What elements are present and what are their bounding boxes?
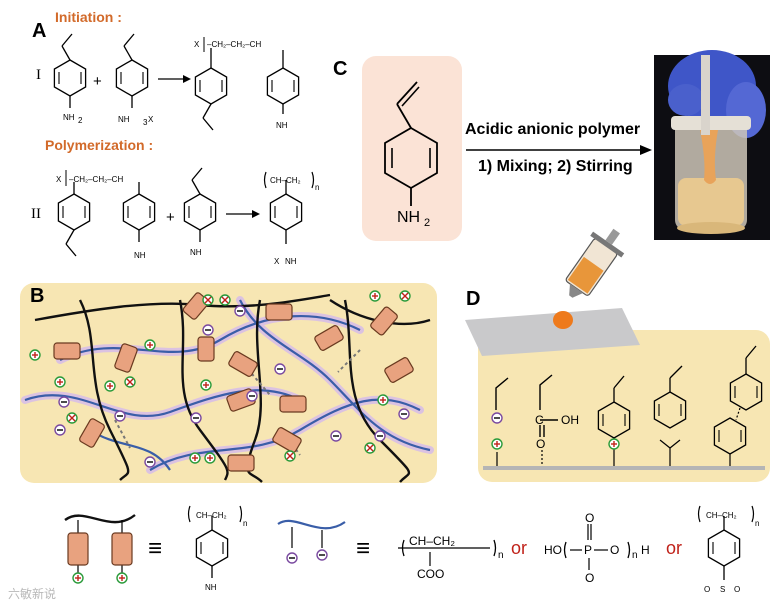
panel-a: A Initiation : I NH 2 + NH 3 X <box>31 9 319 266</box>
legend-repeat-label: CH–CH₂ <box>196 511 227 520</box>
panel-label-d: D <box>466 288 480 310</box>
nh2-sub-c: 2 <box>424 217 430 229</box>
legend-nh3: NH <box>205 583 217 592</box>
interaction-hbond <box>539 374 558 466</box>
x-label-a2: X <box>194 40 200 49</box>
legend-polycation-structure <box>195 516 229 578</box>
equiv-2: ≡ <box>356 535 370 562</box>
legend-p: P <box>584 543 592 557</box>
nh3x-label-a1: NH <box>118 115 130 124</box>
legend-n-2: n <box>498 550 504 561</box>
legend-row: ≡ CH–CH₂ n NH ≡ CH–CH₂ n COO or <box>64 505 759 594</box>
oxygen-label-d: O <box>536 437 545 451</box>
x-label-a4: X <box>274 257 280 266</box>
legend-polyphosphate: HO P O O O n H <box>544 511 650 585</box>
nh3-label-a4: NH <box>190 248 202 257</box>
interaction-pi-pi <box>713 345 763 466</box>
legend-o-s2: O <box>734 585 740 594</box>
n-label-a: n <box>315 183 319 192</box>
x-label-a3: X <box>56 175 62 184</box>
polymerization-title: Polymerization : <box>45 137 153 153</box>
or-1: or <box>511 538 527 558</box>
reaction-condition-top: Acidic anionic polymer <box>465 121 640 138</box>
equiv-1: ≡ <box>148 535 162 562</box>
roman-one: I <box>36 67 41 83</box>
repeat-label-a: CH–CH₂ <box>270 176 301 185</box>
svg-text:3: 3 <box>143 118 148 127</box>
legend-o-bottom: O <box>585 571 594 585</box>
panel-label-a: A <box>32 20 46 42</box>
initiation-title: Initiation : <box>55 9 122 25</box>
monomer-box <box>362 56 462 241</box>
legend-n-1: n <box>243 519 247 528</box>
interaction-cation-pi <box>597 375 631 466</box>
interaction-electrostatic <box>491 377 509 466</box>
interaction-hydrophobic <box>653 365 687 466</box>
oh-label-d: OH <box>561 413 579 427</box>
svg-text:2: 2 <box>78 116 83 125</box>
panel-label-b: B <box>30 285 44 307</box>
chain-label-a: –CH₂–CH₂–CH <box>207 40 261 49</box>
polymer-repeat-unit <box>269 180 303 244</box>
or-2: or <box>666 538 682 558</box>
legend-polycation-symbol <box>64 514 136 584</box>
panel-b: B <box>20 283 437 483</box>
carbon-label-d: C <box>535 413 544 427</box>
panel-d: D C O OH <box>465 228 770 482</box>
legend-o-s1: O <box>704 585 710 594</box>
nh2-label-c: NH <box>397 209 420 226</box>
chain-label-a2: –CH₂–CH₂–CH <box>69 175 123 184</box>
substrate-plane <box>465 308 640 356</box>
plus-a1: + <box>93 73 102 90</box>
aminostyrene-1 <box>53 33 87 108</box>
nh3-label-a2: NH <box>276 121 288 130</box>
legend-polyacrylate: CH–CH₂ n COO <box>398 534 504 581</box>
nh3-label-a5: NH <box>285 257 297 266</box>
legend-o-bridge: O <box>610 543 619 557</box>
vial-photo <box>654 50 770 240</box>
legend-polyanion-symbol <box>277 519 346 564</box>
surface-box <box>478 330 770 482</box>
plus-a2: + <box>166 209 175 226</box>
legend-n-4: n <box>755 519 759 528</box>
legend-pss-chain: CH–CH₂ <box>706 511 737 520</box>
syringe-icon <box>565 228 625 298</box>
legend-o-top: O <box>585 511 594 525</box>
x-label-a1: X <box>148 115 154 124</box>
legend-acrylate-chain: CH–CH₂ <box>409 534 455 548</box>
legend-ho: HO <box>544 543 562 557</box>
aminostyrene-structure <box>384 81 438 206</box>
legend-n-3: n <box>632 550 638 561</box>
adhesive-drop <box>553 311 573 329</box>
legend-coo: COO <box>417 567 444 581</box>
legend-s: S <box>720 585 725 594</box>
nh2-label-a1: NH <box>63 113 75 122</box>
aminostyrene-salt <box>115 33 149 108</box>
dimer-product <box>194 48 228 131</box>
panel-label-c: C <box>333 58 347 80</box>
legend-h: H <box>641 543 650 557</box>
watermark: 六敏新说 <box>8 586 56 601</box>
panel-c: C NH 2 Acidic anionic polymer 1) Mixing;… <box>333 50 770 241</box>
legend-pss <box>707 516 741 580</box>
roman-two: II <box>31 206 41 222</box>
reaction-condition-bottom: 1) Mixing; 2) Stirring <box>478 158 633 175</box>
nh3-label-a3: NH <box>134 251 146 260</box>
